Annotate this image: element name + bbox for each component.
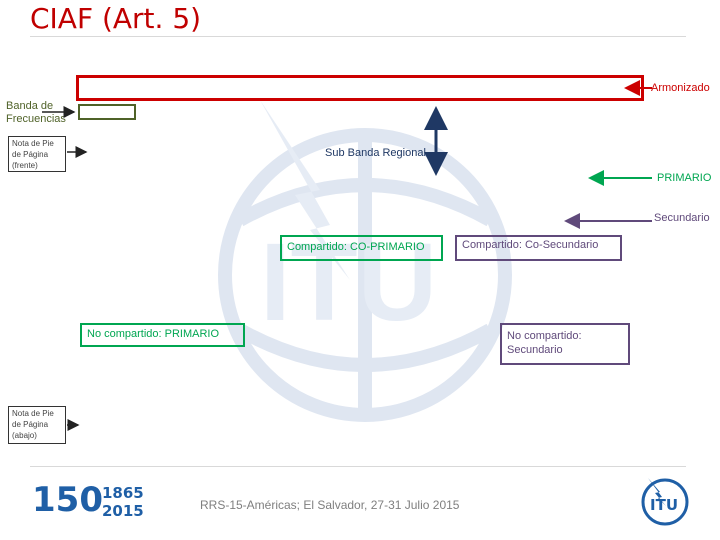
footnote-bottom-line-3: (abajo) — [12, 431, 37, 440]
shared-coprimary-box: Compartido: CO-PRIMARIO — [280, 235, 443, 261]
itu-logo-text: ITU — [650, 496, 678, 514]
footnote-front-box: Nota de Pie de Página (frente) — [8, 136, 66, 172]
unshared-secondary-box: No compartido: Secundario — [500, 323, 630, 365]
band-box — [78, 104, 136, 120]
footer-event-text: RRS-15-Américas; El Salvador, 27-31 Juli… — [200, 498, 460, 512]
shared-cosecondary-box: Compartido: Co-Secundario — [455, 235, 622, 261]
footer-rule — [30, 466, 686, 467]
logo-150-text: 150 — [32, 480, 103, 520]
logo-year-1865: 1865 — [102, 484, 144, 502]
footnote-front-line-1: Nota de Pie — [12, 139, 54, 148]
footnote-front-line-2: de Página — [12, 150, 49, 159]
unshared-primary-label: No compartido: PRIMARIO — [87, 328, 220, 340]
secondary-label: Secundario — [654, 212, 710, 224]
sub-band-label: Sub Banda Regional — [325, 147, 426, 159]
footnote-bottom-box: Nota de Pie de Página (abajo) — [8, 406, 66, 444]
itu-logo-icon: ITU — [640, 474, 690, 528]
itu-watermark-icon: ITU — [200, 80, 530, 460]
footnote-bottom-line-2: de Página — [12, 420, 49, 429]
unshared-secondary-line-1: No compartido: — [507, 330, 582, 342]
footnote-front-line-3: (frente) — [12, 161, 38, 170]
shared-coprimary-label: Compartido: CO-PRIMARIO — [287, 241, 425, 253]
shared-cosecondary-label: Compartido: Co-Secundario — [462, 239, 599, 251]
primary-label: PRIMARIO — [657, 172, 712, 184]
band-label-line-2: Frecuencias — [6, 113, 66, 125]
unshared-primary-box: No compartido: PRIMARIO — [80, 323, 245, 347]
footnote-bottom-line-1: Nota de Pie — [12, 409, 54, 418]
unshared-secondary-line-2: Secundario — [507, 344, 563, 356]
band-label: Banda de Frecuencias — [6, 100, 66, 126]
band-label-line-1: Banda de — [6, 100, 54, 112]
logo-years: 1865 2015 — [102, 484, 144, 520]
title-rule — [30, 36, 686, 37]
harmonized-label: Armonizado — [651, 82, 710, 94]
logo-year-2015: 2015 — [102, 502, 144, 520]
svg-text:ITU: ITU — [260, 221, 437, 344]
itu-150-logo: 150 1865 2015 — [32, 480, 144, 526]
slide-title: CIAF (Art. 5) — [30, 2, 202, 35]
